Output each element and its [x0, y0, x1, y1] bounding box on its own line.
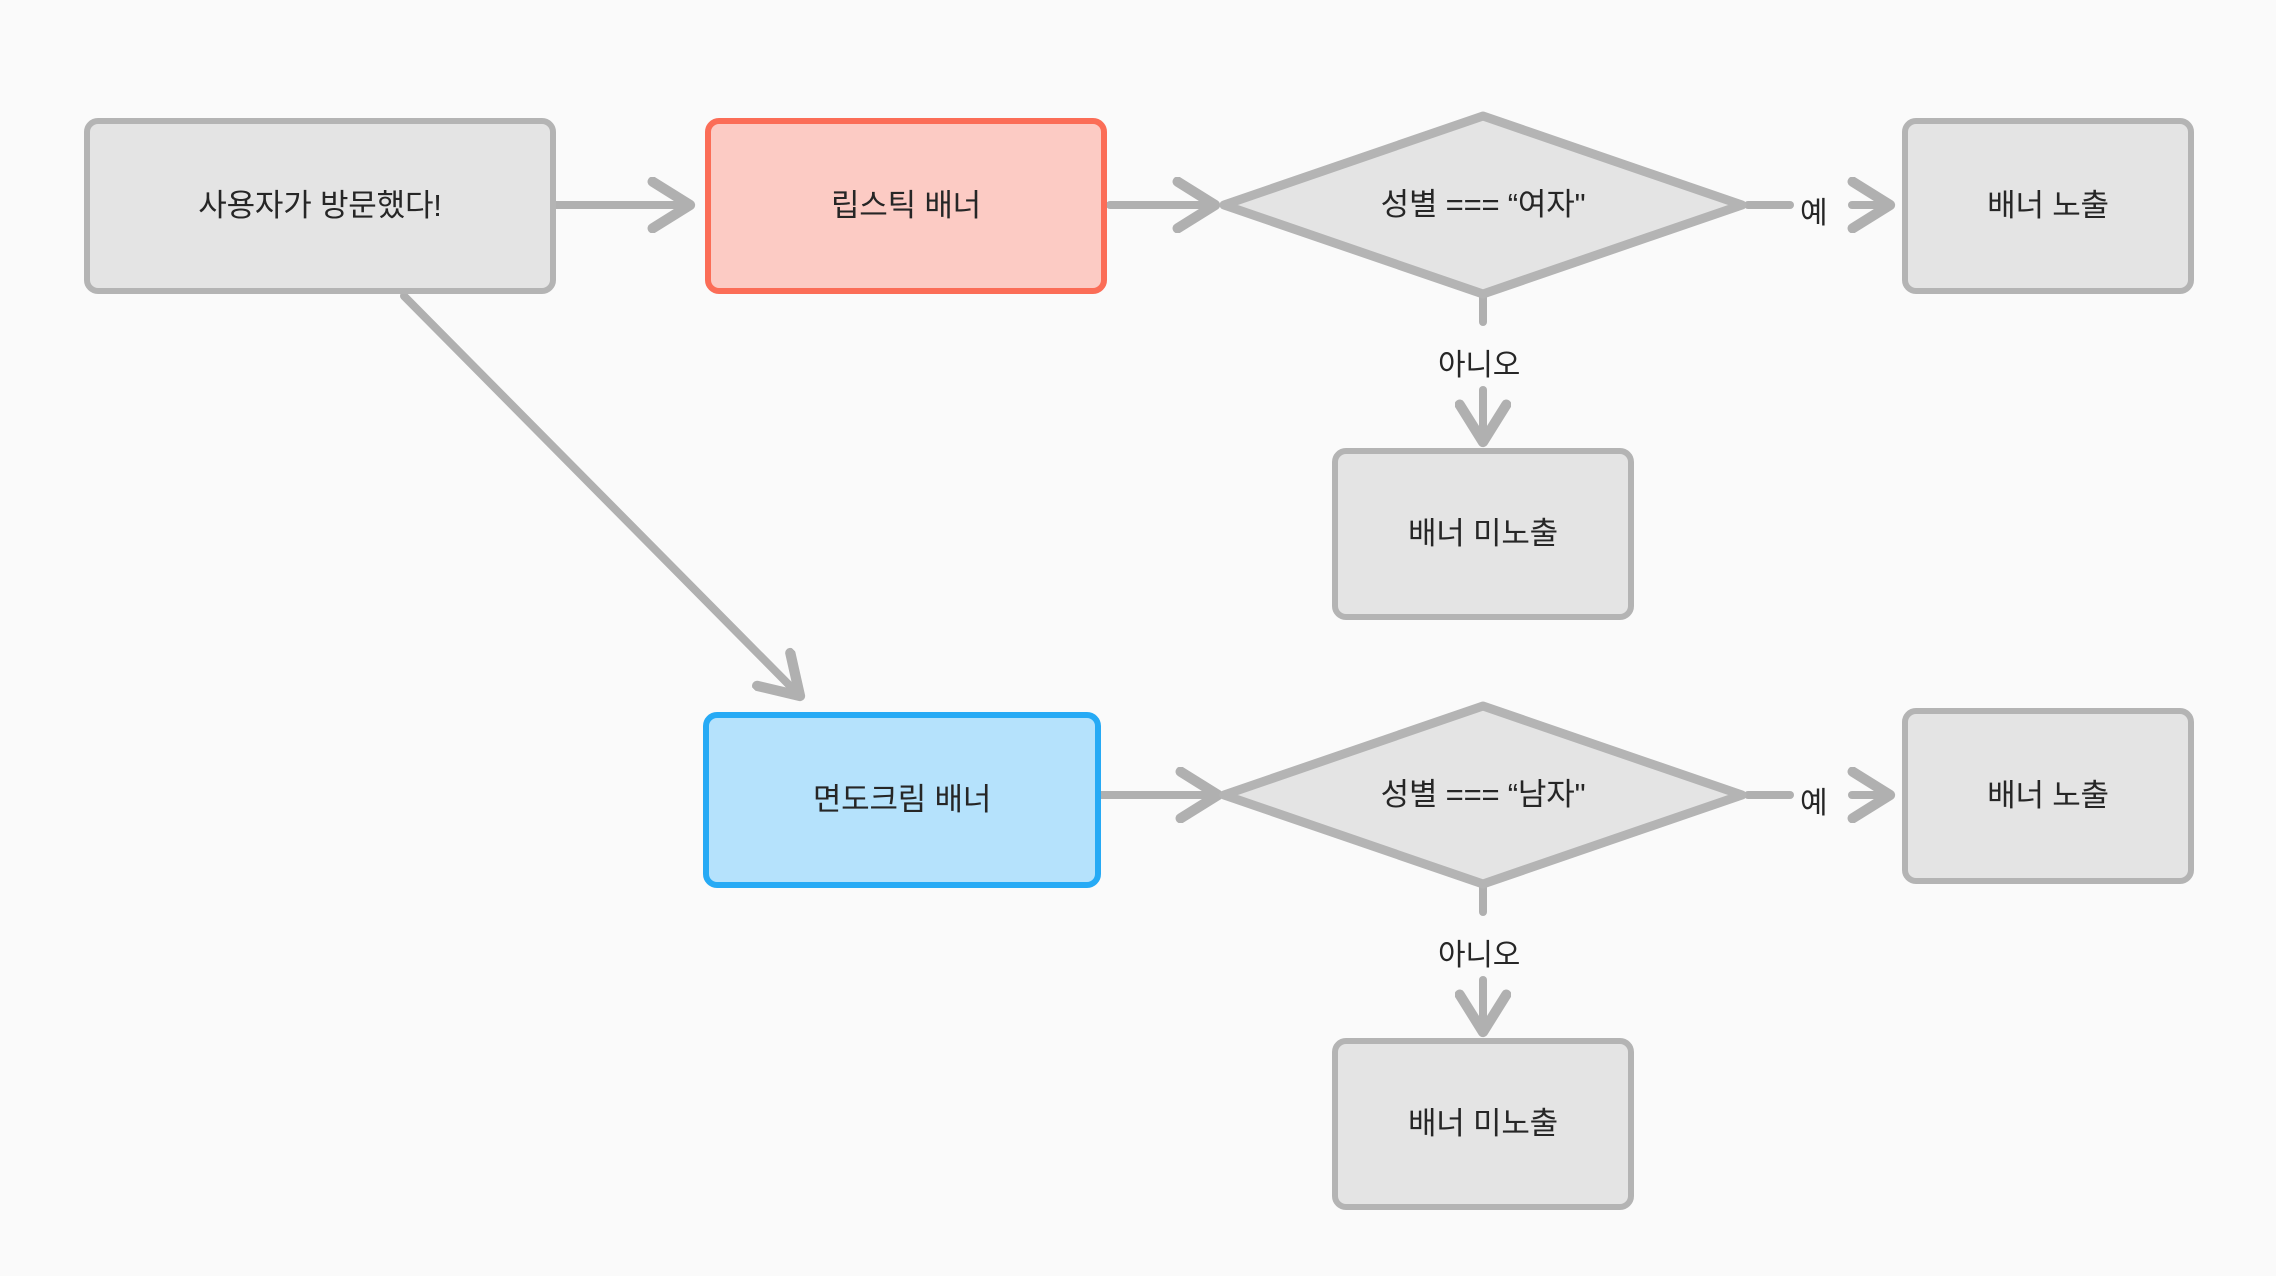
- node-label: 성별 === “남자": [1380, 776, 1586, 812]
- node-shavingcream-banner[interactable]: 면도크림 배너: [703, 712, 1101, 888]
- node-decision-gender-male[interactable]: 성별 === “남자": [1218, 700, 1748, 890]
- node-lipstick-banner[interactable]: 립스틱 배너: [705, 118, 1107, 294]
- node-user-visited[interactable]: 사용자가 방문했다!: [84, 118, 556, 294]
- node-hide-banner-male[interactable]: 배너 미노출: [1332, 1038, 1634, 1210]
- node-decision-gender-female[interactable]: 성별 === “여자": [1218, 110, 1748, 300]
- node-label: 배너 미노출: [1407, 1105, 1558, 1141]
- node-label: 배너 노출: [1987, 777, 2109, 813]
- node-hide-banner-female[interactable]: 배너 미노출: [1332, 448, 1634, 620]
- edge-label-no-male: 아니오: [1438, 939, 1521, 972]
- node-label: 사용자가 방문했다!: [198, 187, 442, 223]
- node-label: 배너 미노출: [1407, 515, 1558, 551]
- edge-label-yes-female: 예: [1800, 197, 1828, 230]
- node-label: 립스틱 배너: [830, 187, 981, 223]
- node-label: 배너 노출: [1987, 187, 2109, 223]
- edge-label-yes-male: 예: [1800, 787, 1828, 820]
- node-label: 면도크림 배너: [812, 781, 992, 817]
- node-show-banner-female[interactable]: 배너 노출: [1902, 118, 2194, 294]
- node-label: 성별 === “여자": [1380, 186, 1586, 222]
- edge-visit-to-shavingcream: [400, 292, 800, 696]
- node-show-banner-male[interactable]: 배너 노출: [1902, 708, 2194, 884]
- edge-label-no-female: 아니오: [1438, 349, 1521, 382]
